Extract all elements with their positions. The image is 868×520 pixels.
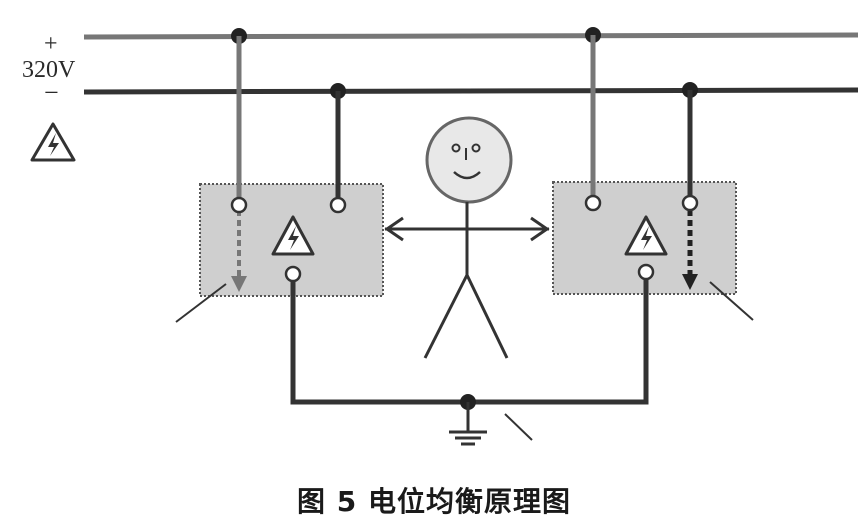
person-head bbox=[425, 116, 513, 204]
person-left-leg bbox=[423, 274, 469, 359]
right-arrow-head bbox=[682, 274, 698, 290]
voltage-label: 320V bbox=[22, 57, 76, 83]
leader-line bbox=[709, 281, 754, 321]
leader-line bbox=[175, 283, 227, 323]
high-voltage-warning-icon bbox=[624, 215, 668, 256]
terminal bbox=[584, 194, 602, 212]
left-arrow-head bbox=[231, 276, 247, 292]
positive-terminal-label: + bbox=[44, 31, 58, 57]
positive-bus-line bbox=[83, 32, 859, 40]
ground-return-wire bbox=[290, 279, 649, 405]
person-figure bbox=[384, 116, 550, 359]
leader-line bbox=[504, 413, 533, 441]
terminal bbox=[284, 265, 302, 283]
terminal bbox=[329, 196, 347, 214]
right-hand bbox=[530, 216, 550, 242]
terminal bbox=[681, 194, 699, 212]
person-right-leg bbox=[465, 274, 509, 359]
terminal bbox=[230, 196, 248, 214]
left-hand bbox=[384, 216, 404, 242]
figure-caption: 图 5 电位均衡原理图 bbox=[297, 485, 571, 518]
terminal bbox=[637, 263, 655, 281]
high-voltage-warning-icon bbox=[271, 215, 315, 256]
high-voltage-warning-icon bbox=[30, 122, 76, 162]
negative-bus-line bbox=[83, 87, 859, 95]
negative-terminal-label: − bbox=[44, 78, 59, 107]
